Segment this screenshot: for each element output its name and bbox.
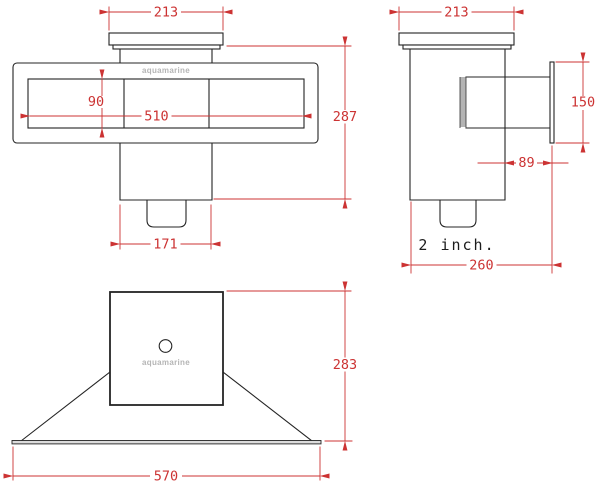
- dim-value: 90: [88, 94, 104, 110]
- dim-value: 213: [444, 5, 468, 21]
- front-opening-dividers: [123, 78, 210, 129]
- dim-text-mask: [150, 237, 181, 251]
- dim-value: 171: [153, 237, 177, 253]
- dim-side-wall-offset: 89: [477, 145, 569, 274]
- dim-text-mask: [87, 96, 105, 108]
- side-drain-stub: [439, 199, 477, 228]
- dim-text-mask: [516, 157, 537, 169]
- dim-front-flange-width: 213: [99, 5, 233, 31]
- dim-bottom-base-width: 570: [3, 446, 330, 485]
- side-view: 2 inch.: [398, 32, 555, 254]
- dim-text-mask: [150, 469, 182, 483]
- dim-side-overall-depth: 260: [401, 201, 562, 274]
- dim-front-opening-height: 90: [87, 69, 105, 138]
- extension-lines: [213, 45, 352, 200]
- dim-text-mask: [441, 5, 472, 19]
- dim-value: 510: [144, 109, 168, 125]
- front-flange: [108, 32, 224, 46]
- dim-text-mask: [569, 96, 597, 110]
- brand-text-front: aquamarine: [142, 66, 190, 75]
- dim-side-flange-width: 213: [389, 5, 524, 31]
- dim-bottom-overall-height: 283: [226, 281, 360, 451]
- front-view: aquamarine: [12, 32, 319, 228]
- dim-front-body-width: 171: [110, 204, 221, 253]
- front-flange-lip: [112, 44, 221, 50]
- bottom-base-band: [11, 440, 322, 445]
- pipe-size-note: 2 inch.: [418, 236, 495, 254]
- dim-value: 213: [154, 5, 178, 21]
- dim-value: 150: [571, 95, 595, 111]
- side-wall-faceplate: [549, 61, 555, 144]
- side-body: [409, 48, 506, 201]
- dim-text-mask: [141, 109, 172, 123]
- bottom-skirt-diagonals: [20, 371, 313, 442]
- dim-front-overall-height: 287: [213, 36, 360, 209]
- side-throat-pipe: [465, 76, 551, 129]
- dim-value: 260: [469, 258, 493, 274]
- brand-text-bottom: aquamarine: [142, 358, 190, 367]
- dim-text-mask: [151, 5, 181, 19]
- dim-value: 283: [333, 357, 357, 373]
- front-drain-stub: [146, 199, 187, 228]
- dim-value: 570: [154, 469, 178, 485]
- dim-text-mask: [330, 110, 360, 124]
- side-flange-lip: [402, 44, 512, 50]
- dim-front-opening-width: 510: [20, 109, 312, 125]
- side-threaded-knurl: [459, 77, 467, 128]
- bottom-center-hole: [158, 339, 173, 353]
- dim-side-faceplate-height: 150: [555, 52, 597, 153]
- front-neck-lines: [119, 48, 213, 64]
- front-body: [119, 142, 213, 201]
- dim-value: 89: [518, 155, 534, 171]
- bottom-view: aquamarine: [11, 291, 322, 445]
- extension-lines: [226, 290, 353, 442]
- dim-value: 287: [333, 109, 357, 125]
- side-flange: [398, 32, 515, 46]
- dim-text-mask: [466, 258, 497, 272]
- dim-text-mask: [330, 357, 360, 372]
